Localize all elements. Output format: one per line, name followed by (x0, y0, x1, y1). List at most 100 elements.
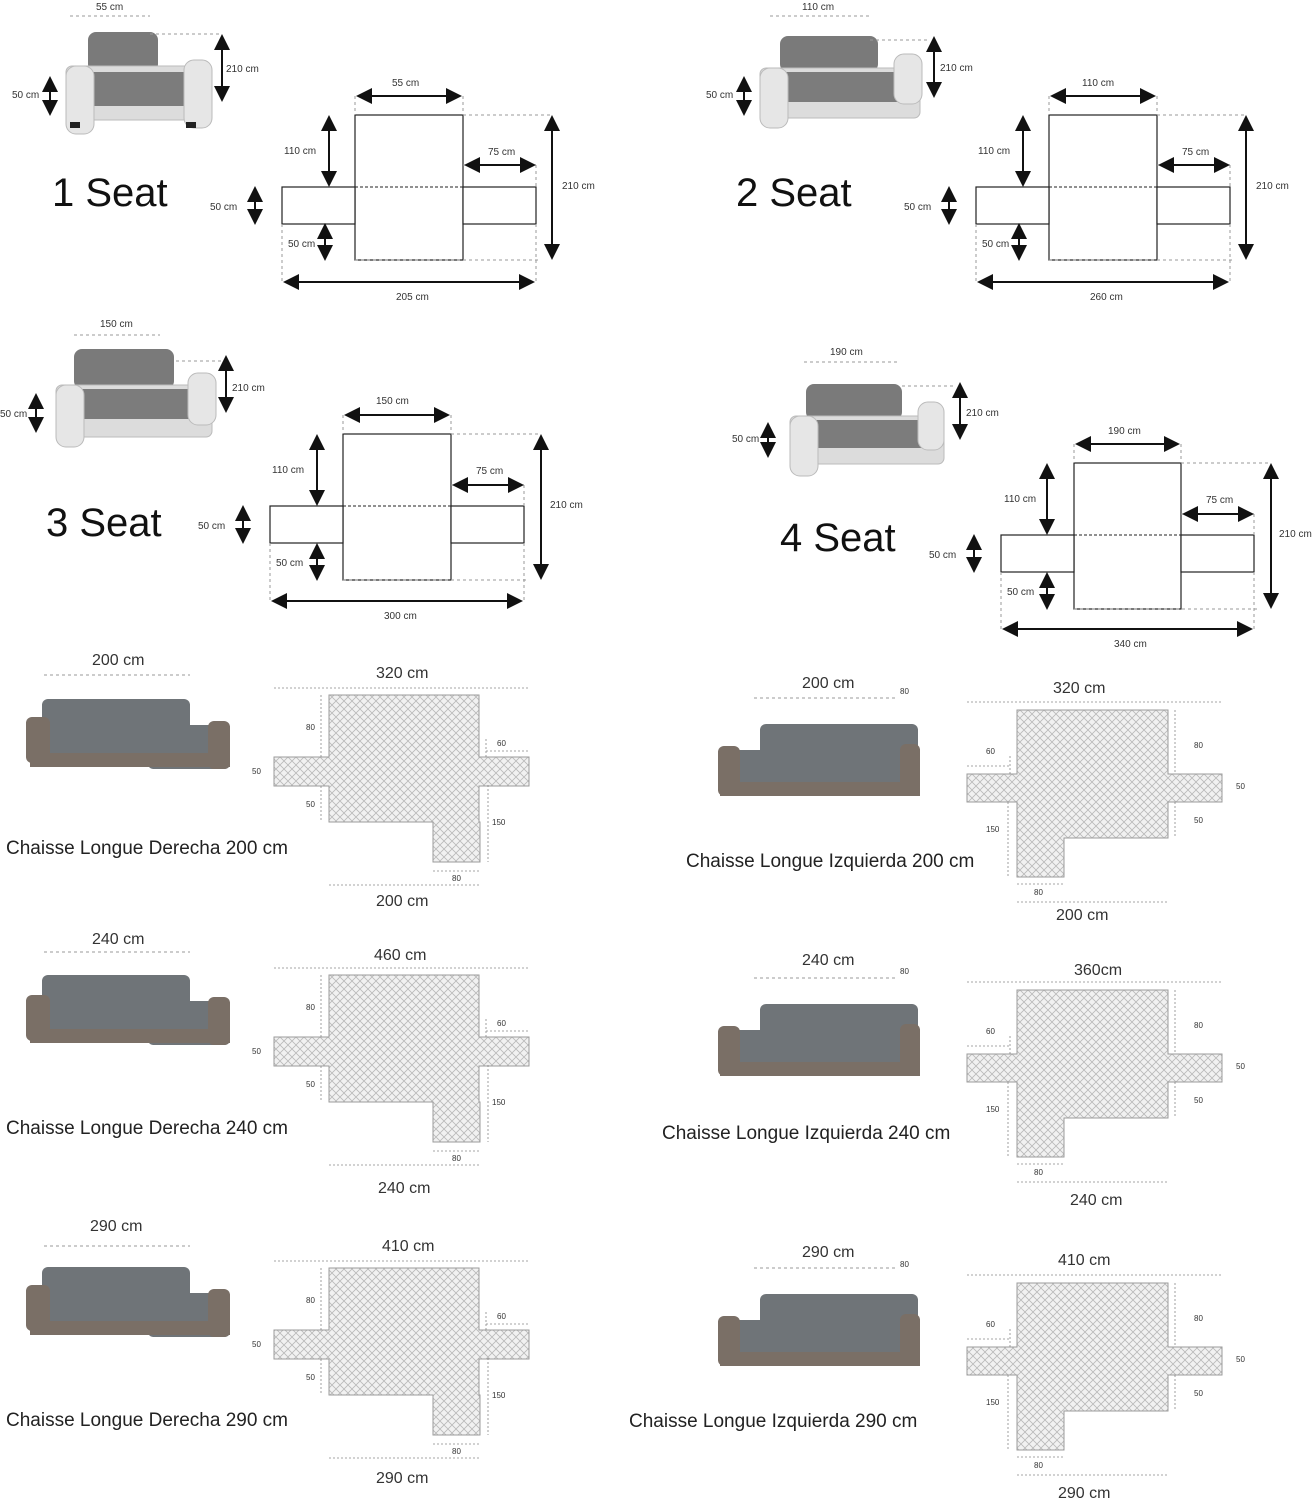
sofa-height-label: 210 cm (940, 63, 973, 74)
dim-label: 50 (1236, 1062, 1245, 1071)
cover-pattern: 110 cm 110 cm 75 cm 210 cm 50 cm 50 cm 2… (904, 78, 1289, 303)
sofa-side-label: 50 cm (706, 90, 733, 101)
dim-label: 50 (252, 1340, 261, 1349)
dim-label: 80 (1194, 1021, 1203, 1030)
dim-label: 80 (306, 1003, 315, 1012)
panel-chaise-derecha-200: 200 cm Chaisse Longue Derecha 200 cm 320… (0, 645, 640, 915)
dim-label: 80 (1194, 1314, 1203, 1323)
cover-pattern: 190 cm 110 cm 75 cm 210 cm 50 cm 50 cm 3… (929, 426, 1312, 650)
cover-pattern: 410 cm 80 60 50 150 50 80 290 cm (966, 1252, 1245, 1500)
chaise-caption: Chaisse Longue Derecha 290 cm (6, 1410, 288, 1431)
dim-label: 80 (306, 1296, 315, 1305)
top-width-label: 410 cm (1058, 1252, 1110, 1269)
chaise-sofa-photo (26, 1267, 230, 1337)
bottom-label: 50 cm (1007, 587, 1034, 598)
chaise-caption: Chaisse Longue Izquierda 240 cm (662, 1123, 950, 1144)
arm-length-label: 75 cm (1206, 495, 1233, 506)
dim-label: 50 (1194, 816, 1203, 825)
dim-label: 60 (497, 739, 506, 748)
top-width-label: 110 cm (1082, 78, 1114, 89)
total-height-label: 210 cm (1279, 529, 1312, 540)
dim-label: 80 (452, 874, 461, 883)
bottom-width-label: 290 cm (1058, 1485, 1110, 1500)
sofa-side-label: 50 cm (12, 90, 39, 101)
bottom-width-label: 200 cm (376, 893, 428, 910)
chaise-caption: Chaisse Longue Izquierda 290 cm (629, 1411, 917, 1432)
sofa-width-label: 240 cm (92, 931, 144, 948)
arm-length-label: 75 cm (488, 147, 515, 158)
dim-label: 60 (986, 747, 995, 756)
dim-label: 50 (1194, 1389, 1203, 1398)
top-width-label: 55 cm (392, 78, 419, 89)
dim-label: 60 (986, 1320, 995, 1329)
sofa-width-label: 110 cm (802, 2, 834, 13)
left-height-label: 110 cm (272, 465, 304, 476)
dim-label: 80 (900, 1260, 909, 1269)
side-label: 50 cm (210, 202, 237, 213)
panel-chaise-izquierda-200: 200 cm 80 Chaisse Longue Izquierda 200 c… (660, 670, 1316, 930)
panel-3-seat: 150 cm 210 cm 50 cm 3 Seat 150 cm 110 cm… (0, 315, 640, 630)
dim-label: 50 (1236, 782, 1245, 791)
total-height-label: 210 cm (550, 500, 583, 511)
left-height-label: 110 cm (284, 146, 316, 157)
top-width-label: 320 cm (1053, 680, 1105, 697)
dim-label: 50 (252, 767, 261, 776)
bottom-width-label: 240 cm (1070, 1192, 1122, 1209)
sofa-width-label: 240 cm (802, 952, 854, 969)
side-label: 50 cm (904, 202, 931, 213)
cover-pattern: 150 cm 110 cm 75 cm 210 cm 50 cm 50 cm 3… (198, 396, 583, 622)
dim-label: 50 (1194, 1096, 1203, 1105)
sofa-width-label: 190 cm (830, 347, 863, 358)
dim-label: 80 (306, 723, 315, 732)
panel-2-seat: 110 cm 210 cm 50 cm 2 Seat 110 cm 110 cm… (694, 0, 1316, 310)
panel-1-seat: 55 cm 210 cm 50 cm 1 Seat 55 cm 110 cm 7… (0, 0, 640, 310)
dim-label: 80 (900, 687, 909, 696)
total-width-label: 205 cm (396, 292, 429, 303)
dim-label: 80 (1034, 1168, 1043, 1177)
dim-label: 150 (492, 1098, 506, 1107)
bottom-label: 50 cm (288, 239, 315, 250)
dim-label: 50 (1236, 1355, 1245, 1364)
chaise-sofa-photo (718, 724, 920, 796)
total-width-label: 260 cm (1090, 292, 1123, 303)
dim-label: 80 (452, 1154, 461, 1163)
left-height-label: 110 cm (1004, 494, 1036, 505)
dim-label: 150 (986, 825, 1000, 834)
sofa-height-label: 210 cm (966, 408, 999, 419)
panel-4-seat: 190 cm 210 cm 50 cm 4 Seat 190 cm 110 cm… (694, 340, 1316, 655)
dim-label: 150 (986, 1105, 1000, 1114)
chaise-sofa-photo (26, 975, 230, 1045)
sofa-width-label: 200 cm (92, 652, 144, 669)
dim-label: 50 (306, 1373, 315, 1382)
cover-pattern: 320 cm 80 60 50 150 50 80 200 cm (966, 680, 1245, 924)
panel-title: 2 Seat (736, 171, 852, 215)
cover-pattern: 410 cm 80 60 50 50 150 80 290 cm (252, 1238, 530, 1487)
dim-label: 150 (492, 818, 506, 827)
sofa-width-label: 290 cm (802, 1244, 854, 1261)
chaise-sofa-photo (26, 699, 230, 769)
dim-label: 50 (252, 1047, 261, 1056)
sofa-illustration (789, 384, 945, 477)
chaise-sofa-photo (718, 1294, 920, 1366)
sofa-side-label: 50 cm (0, 409, 27, 420)
chaise-caption: Chaisse Longue Izquierda 200 cm (686, 851, 974, 872)
left-height-label: 110 cm (978, 146, 1010, 157)
panel-title: 3 Seat (46, 501, 162, 545)
dim-label: 150 (492, 1391, 506, 1400)
chaise-sofa-photo (718, 1004, 920, 1076)
dim-label: 80 (900, 967, 909, 976)
arm-length-label: 75 cm (1182, 147, 1209, 158)
sofa-height-label: 210 cm (226, 64, 259, 75)
sofa-width-label: 200 cm (802, 675, 854, 692)
cover-pattern: 460 cm 80 60 50 50 150 80 240 cm (252, 947, 530, 1197)
panel-title: 4 Seat (780, 516, 896, 560)
panel-title: 1 Seat (52, 171, 168, 215)
top-width-label: 190 cm (1108, 426, 1141, 437)
sofa-illustration (759, 36, 923, 129)
sofa-illustration (55, 349, 217, 448)
sofa-height-label: 210 cm (232, 383, 265, 394)
dim-label: 80 (1034, 1461, 1043, 1470)
side-label: 50 cm (929, 550, 956, 561)
sofa-side-label: 50 cm (732, 434, 759, 445)
dim-label: 80 (1034, 888, 1043, 897)
